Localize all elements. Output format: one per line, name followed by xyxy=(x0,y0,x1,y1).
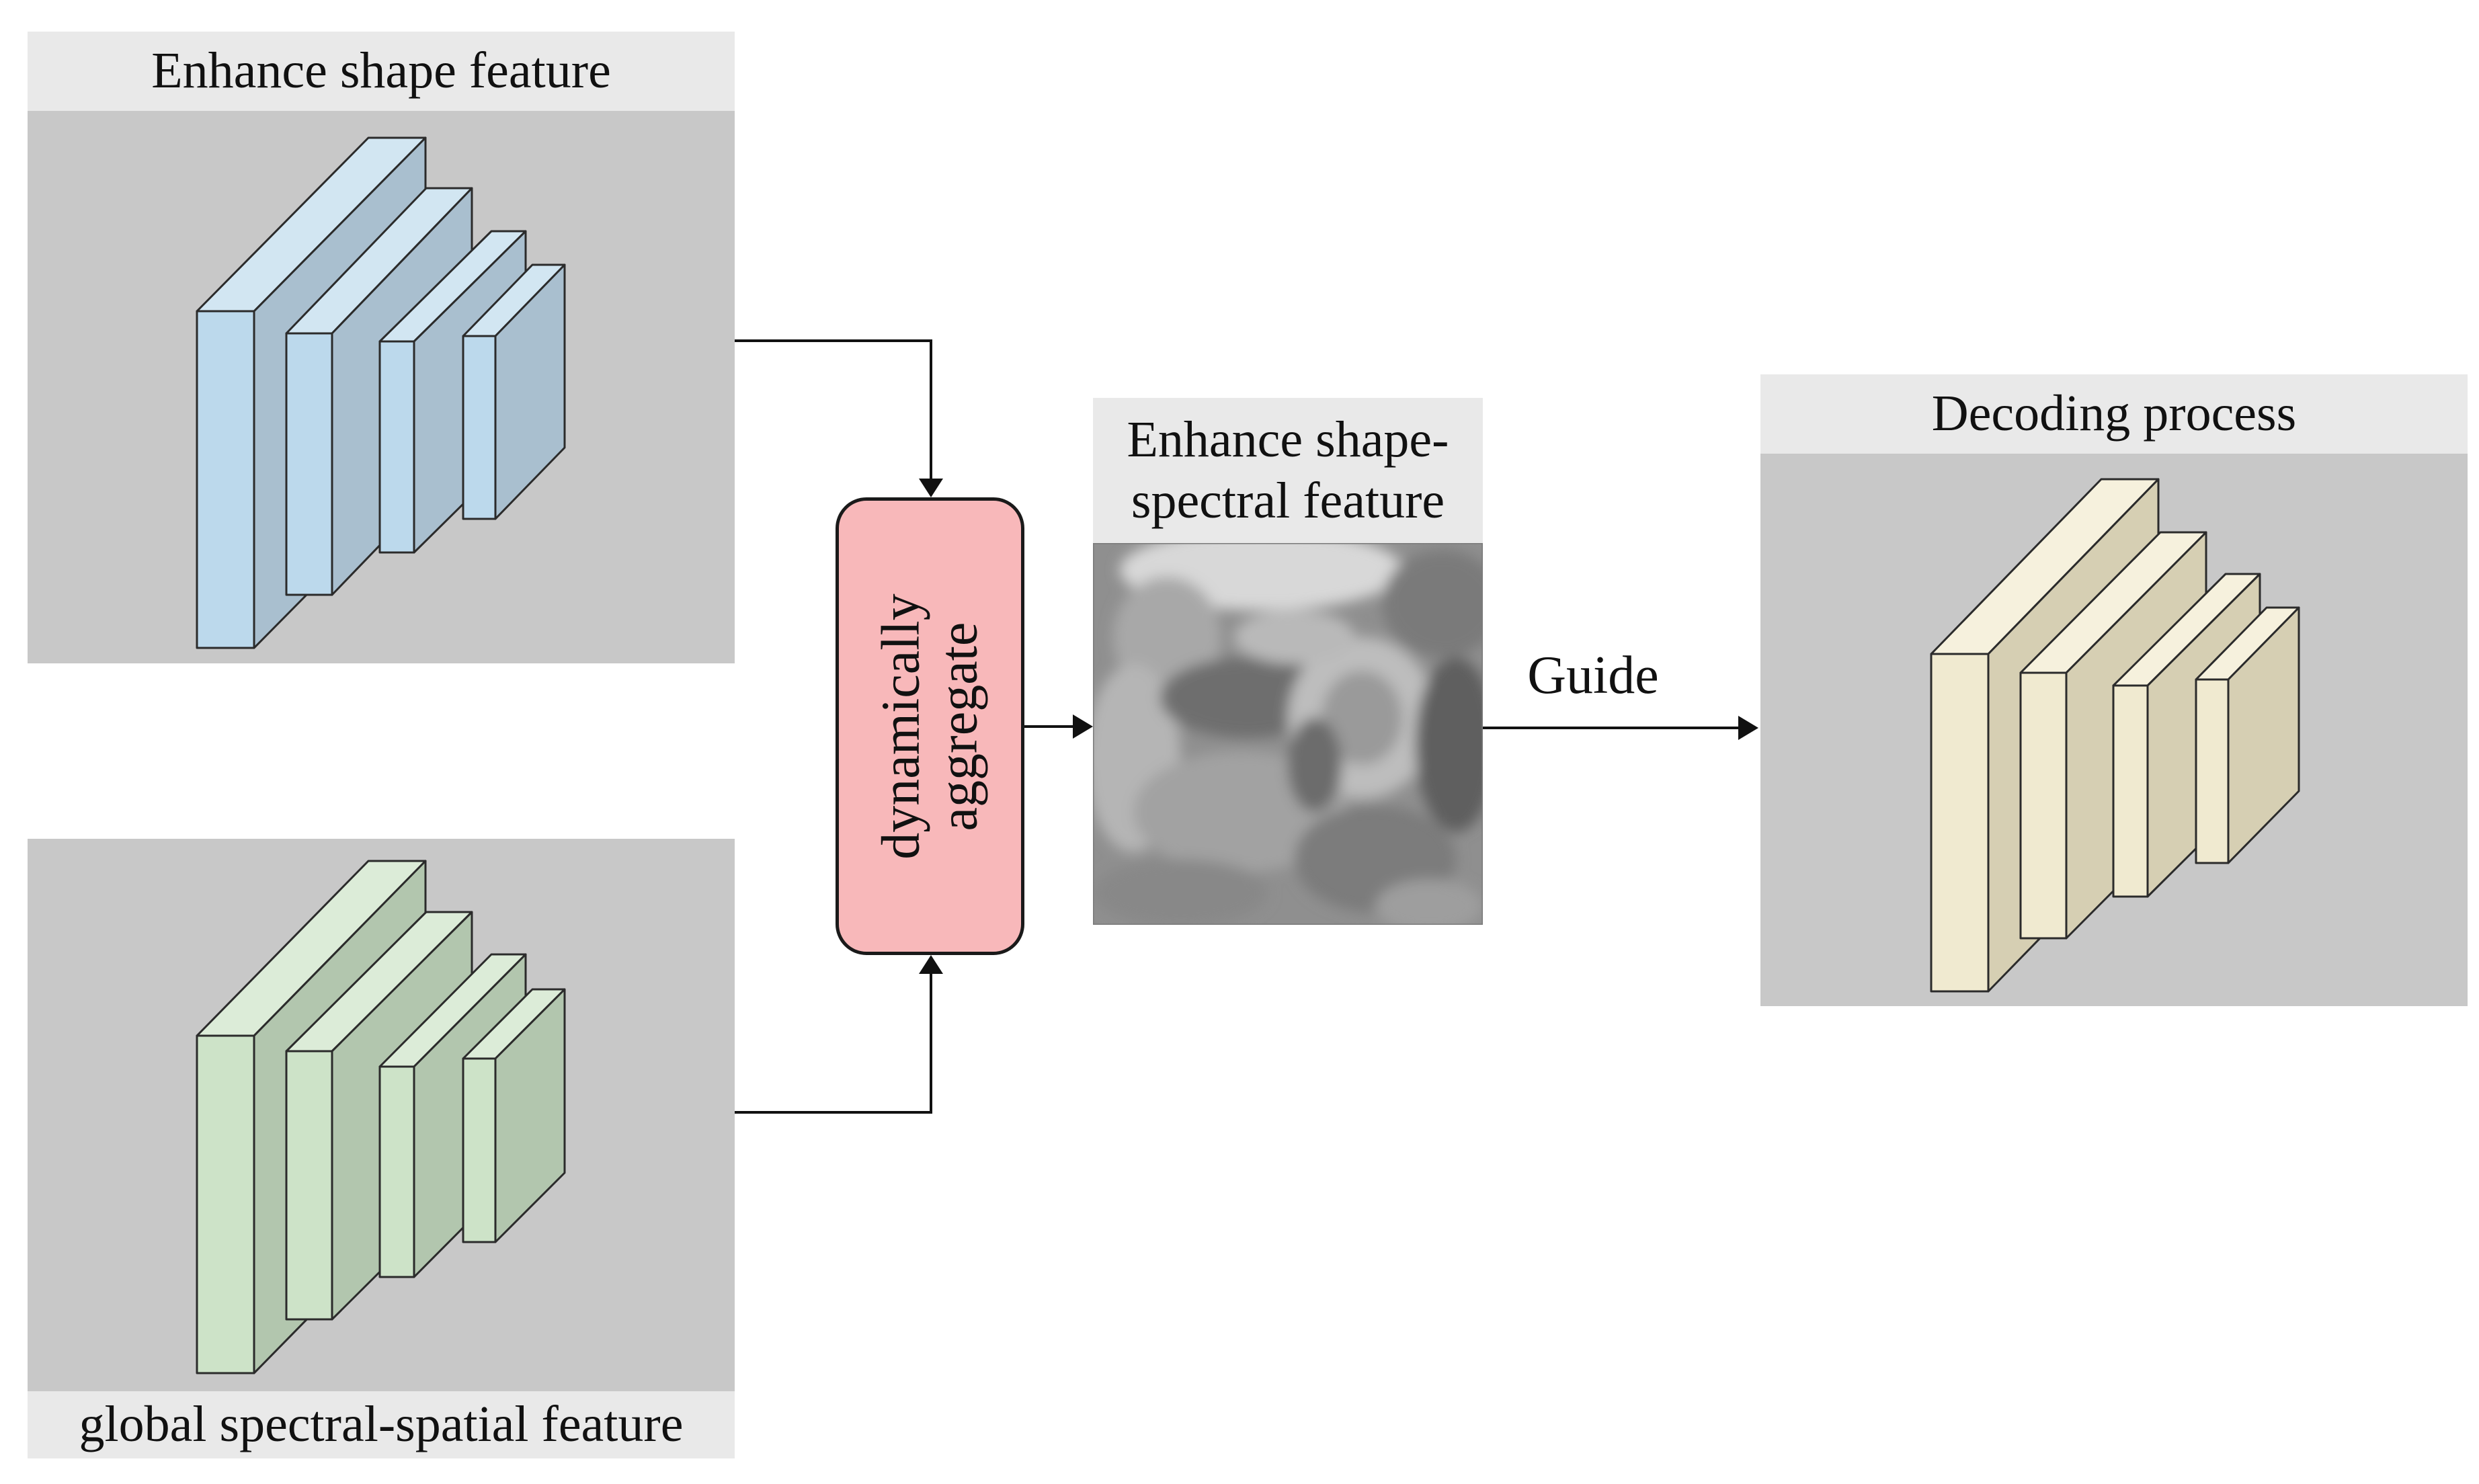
fused-feature-map xyxy=(1093,543,1483,925)
fused-feature-title: Enhance shape- spectral feature xyxy=(1093,398,1483,543)
decoder-panel xyxy=(1760,454,2468,1006)
guide-label: Guide xyxy=(1527,646,1659,705)
dynamic-aggregate-line2: aggregate xyxy=(929,622,989,831)
spectral-feature-panel xyxy=(28,839,735,1391)
shape-to-aggregate-arrowhead xyxy=(919,479,943,497)
spectral-to-aggregate-arrowhead xyxy=(919,955,943,974)
guide-arrowhead xyxy=(1738,716,1758,740)
spectral-feature-title: global spectral-spatial feature xyxy=(28,1391,735,1458)
dynamic-aggregate-label: dynamically aggregate xyxy=(871,593,989,860)
dynamic-aggregate-line1: dynamically xyxy=(871,593,931,860)
shape-to-aggregate-arrow xyxy=(735,339,932,494)
dynamic-aggregate-block: dynamically aggregate xyxy=(836,497,1024,955)
fused-feature-title-line1: Enhance shape- xyxy=(1127,411,1449,468)
shape-feature-panel xyxy=(28,111,735,663)
fused-feature-title-line2: spectral feature xyxy=(1131,472,1445,529)
decoder-title: Decoding process xyxy=(1760,374,2468,454)
shape-feature-title: Enhance shape feature xyxy=(28,32,735,111)
aggregate-to-fused-arrowhead xyxy=(1073,714,1093,739)
spectral-to-aggregate-arrow xyxy=(735,958,932,1114)
